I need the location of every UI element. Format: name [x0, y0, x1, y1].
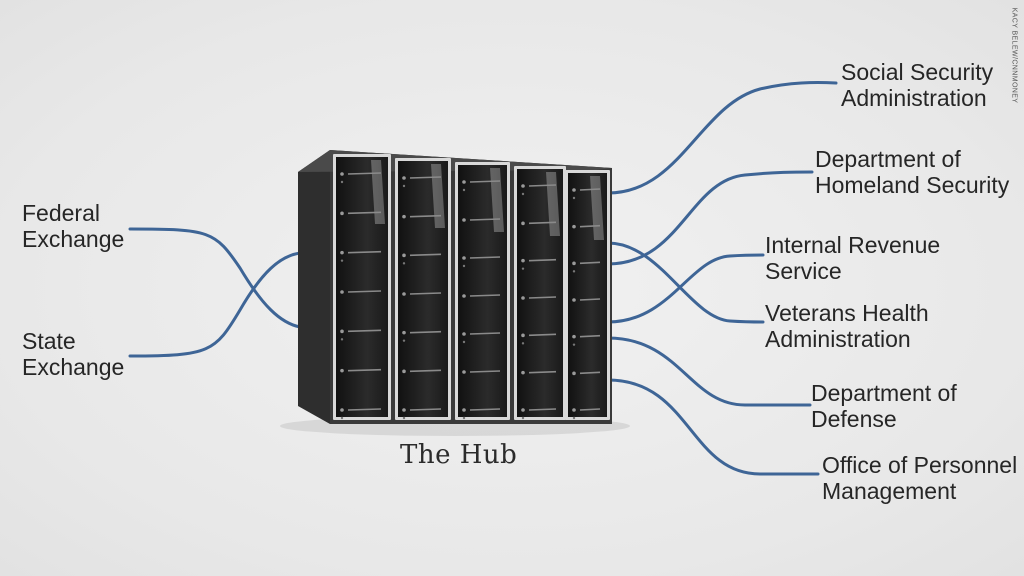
- connector-lines: [128, 81, 838, 476]
- label-line: Internal Revenue: [765, 232, 941, 258]
- conn-federal-exchange: [128, 227, 302, 329]
- server-side-panel: [298, 150, 330, 424]
- label-line: Service: [765, 258, 842, 284]
- conn-defense: [606, 336, 812, 407]
- label-line: Veterans Health: [765, 300, 929, 326]
- photo-credit: KACY BELEW/CNNMONEY: [1010, 7, 1018, 104]
- label-state-exchange: State Exchange: [22, 328, 124, 380]
- conn-state-exchange: [128, 251, 302, 358]
- conn-homeland-security: [606, 170, 814, 266]
- label-line: Administration: [841, 85, 987, 111]
- server-unit: [395, 158, 451, 420]
- label-line: Department of: [815, 146, 961, 172]
- label-line: Homeland Security: [815, 172, 1010, 198]
- label-internal-revenue-service: Internal Revenue Service: [765, 232, 940, 284]
- server-unit: [565, 170, 610, 420]
- label-line: Social Security: [841, 59, 994, 85]
- label-line: State: [22, 328, 76, 354]
- label-line: Exchange: [22, 354, 125, 380]
- label-line: Office of Personnel: [822, 452, 1018, 478]
- label-veterans-health-administration: Veterans Health Administration: [765, 300, 929, 352]
- server-unit: [514, 166, 566, 420]
- conn-internal-revenue: [606, 253, 765, 324]
- label-office-of-personnel-management: Office of Personnel Management: [822, 452, 1017, 504]
- label-social-security-administration: Social Security Administration: [841, 59, 993, 111]
- label-line: Administration: [765, 326, 911, 352]
- conn-veterans-health: [606, 241, 765, 324]
- server-rack-icon: [298, 150, 612, 424]
- label-line: Exchange: [22, 226, 125, 252]
- label-line: Management: [822, 478, 957, 504]
- label-line: Department of: [811, 380, 957, 406]
- label-line: Defense: [811, 406, 897, 432]
- server-unit: [333, 154, 391, 420]
- server-unit: [455, 162, 510, 420]
- conn-social-security: [606, 81, 838, 195]
- conn-personnel-management: [606, 378, 820, 476]
- label-department-of-defense: Department of Defense: [811, 380, 957, 432]
- hub-title: The Hub: [400, 440, 518, 470]
- label-department-of-homeland-security: Department of Homeland Security: [815, 146, 1009, 198]
- label-federal-exchange: Federal Exchange: [22, 200, 124, 252]
- label-line: Federal: [22, 200, 100, 226]
